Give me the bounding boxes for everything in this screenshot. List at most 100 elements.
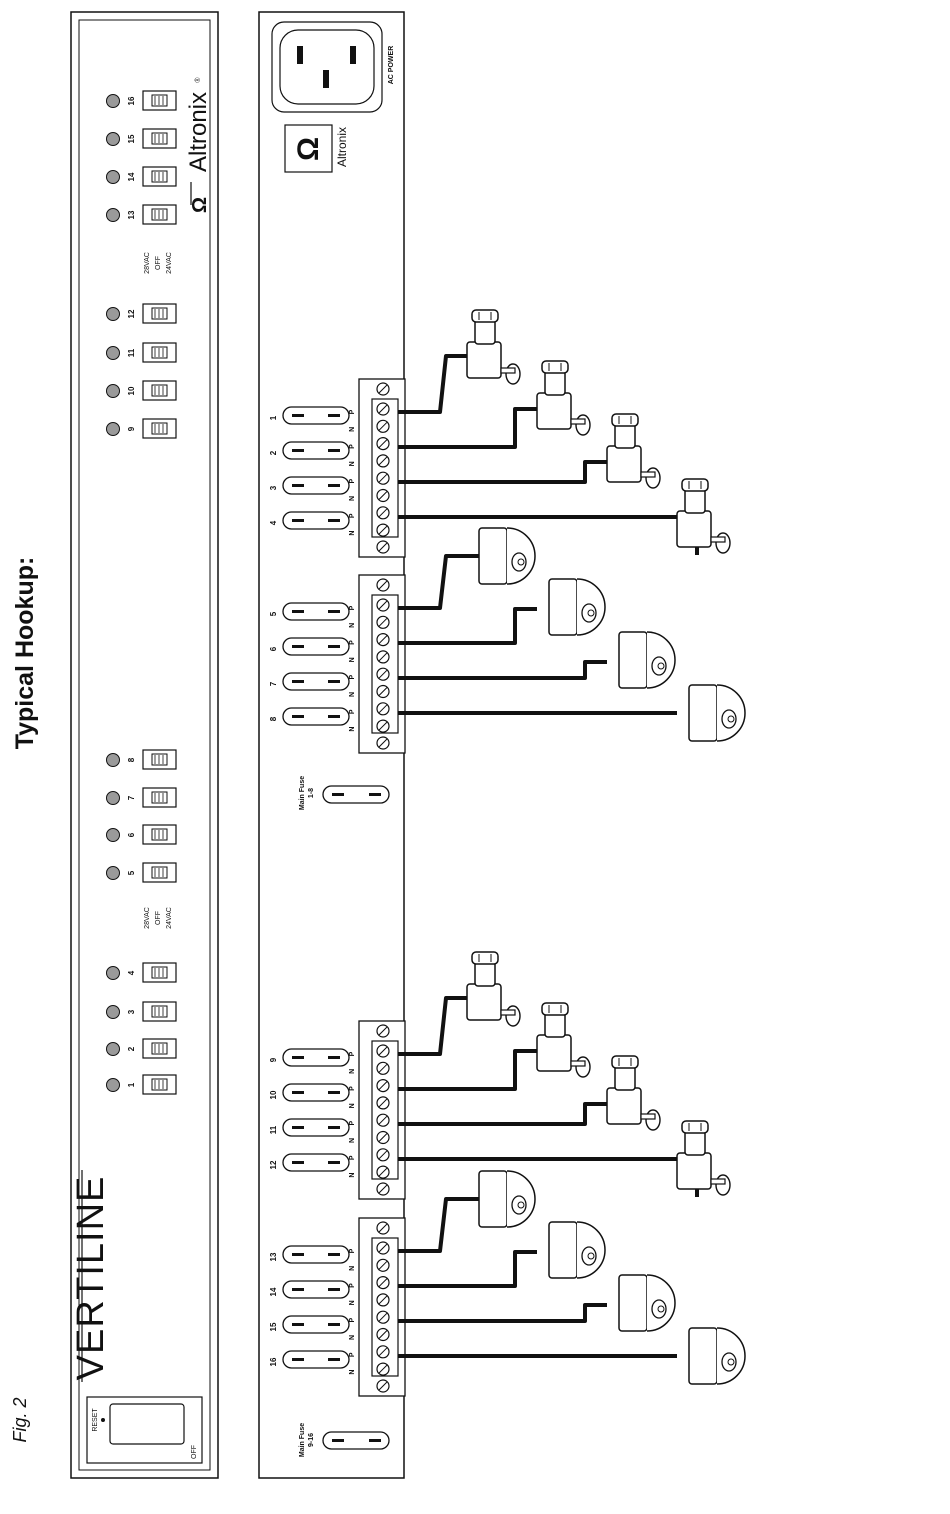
dome-camera-15 (398, 1275, 675, 1331)
front-channel-13: 13 (107, 205, 177, 224)
channel-fuse-13: 13 (269, 1246, 349, 1263)
channel-switch-15[interactable] (143, 129, 176, 148)
channel-switch-14[interactable] (143, 167, 176, 186)
front-channel-16: 16 (107, 91, 177, 110)
channel-switch-6[interactable] (143, 825, 176, 844)
channel-number-4: 4 (127, 970, 136, 975)
voltage-labels-1-8: 28VAC OFF 24VAC (144, 907, 173, 929)
terminal-letter: P (349, 409, 356, 414)
channel-switch-11[interactable] (143, 343, 176, 362)
channel-led-6 (107, 829, 120, 842)
channel-led-10 (107, 385, 120, 398)
channel-switch-13[interactable] (143, 205, 176, 224)
front-channel-1: 1 (107, 1075, 177, 1094)
channel-led-15 (107, 133, 120, 146)
channel-switch-1[interactable] (143, 1075, 176, 1094)
channel-led-9 (107, 423, 120, 436)
svg-text:24VAC: 24VAC (166, 252, 173, 274)
terminal-letter: P (349, 1155, 356, 1160)
terminal-letter: P (349, 675, 356, 680)
channel-led-5 (107, 867, 120, 880)
rear-panel: AC POWER Ω Altronix Main Fuse 1-8 Main F… (259, 12, 405, 1478)
vertiline-logo: VERTILINE (70, 1176, 112, 1381)
terminal-letter: P (349, 1248, 356, 1253)
ac-power-inlet (272, 22, 382, 112)
channel-number-10: 10 (127, 386, 136, 395)
channel-switch-8[interactable] (143, 750, 176, 769)
channel-fuse-14: 14 (269, 1281, 349, 1298)
svg-text:Main Fuse: Main Fuse (299, 1423, 306, 1457)
channel-led-7 (107, 792, 120, 805)
channel-led-16 (107, 95, 120, 108)
channel-led-11 (107, 347, 120, 360)
svg-text:Ω: Ω (189, 197, 211, 213)
channel-switch-12[interactable] (143, 304, 176, 323)
terminal-letter: N (349, 1069, 356, 1074)
channel-fuse-7: 7 (269, 673, 349, 690)
terminal-letter: P (349, 1352, 356, 1357)
channel-switch-10[interactable] (143, 381, 176, 400)
channel-fuse-11: 11 (269, 1119, 349, 1136)
terminal-letter: N (349, 1103, 356, 1108)
altronix-front-icon: Ω (189, 182, 211, 213)
channel-switch-2[interactable] (143, 1039, 176, 1058)
fuse-number-6: 6 (269, 646, 278, 651)
box-camera-3 (398, 414, 660, 488)
front-channel-9: 9 (107, 419, 177, 438)
svg-text:28VAC: 28VAC (144, 252, 151, 274)
terminal-letter: P (349, 444, 356, 449)
camera-wiring (398, 310, 745, 1384)
channel-number-2: 2 (127, 1046, 136, 1051)
channel-number-12: 12 (127, 309, 136, 318)
fuse-number-3: 3 (269, 485, 278, 490)
svg-text:Ω: Ω (292, 137, 325, 161)
svg-text:1-8: 1-8 (308, 788, 315, 798)
channel-switch-16[interactable] (143, 91, 176, 110)
channel-number-14: 14 (127, 172, 136, 181)
channel-switch-9[interactable] (143, 419, 176, 438)
channel-number-3: 3 (127, 1009, 136, 1014)
terminal-letter: N (349, 461, 356, 466)
main-fuse-1-8: Main Fuse 1-8 (299, 776, 389, 810)
front-channel-6: 6 (107, 825, 177, 844)
channel-led-8 (107, 754, 120, 767)
terminal-letter: N (349, 1300, 356, 1305)
front-channel-14: 14 (107, 167, 177, 186)
channel-fuse-2: 2 (269, 442, 349, 459)
channel-fuse-10: 10 (269, 1084, 349, 1101)
terminal-letter: P (349, 640, 356, 645)
svg-text:9-16: 9-16 (308, 1433, 315, 1447)
channel-switch-4[interactable] (143, 963, 176, 982)
channel-switch-7[interactable] (143, 788, 176, 807)
terminal-letter: N (349, 496, 356, 501)
terminal-letter: P (349, 709, 356, 714)
box-camera-11 (398, 1056, 660, 1130)
svg-text:24VAC: 24VAC (166, 907, 173, 929)
channel-led-4 (107, 967, 120, 980)
terminal-letter: N (349, 531, 356, 536)
channel-number-8: 8 (127, 757, 136, 762)
dome-camera-13 (398, 1171, 535, 1251)
channel-fuse-15: 15 (269, 1316, 349, 1333)
box-camera-1 (398, 310, 520, 412)
terminal-letter: P (349, 605, 356, 610)
channel-fuse-9: 9 (269, 1049, 349, 1066)
fuse-number-15: 15 (269, 1322, 278, 1331)
fuse-number-8: 8 (269, 716, 278, 721)
terminal-letter: P (349, 479, 356, 484)
channel-switch-3[interactable] (143, 1002, 176, 1021)
channel-led-12 (107, 308, 120, 321)
fuse-number-1: 1 (269, 415, 278, 420)
channel-switch-5[interactable] (143, 863, 176, 882)
dome-camera-5 (398, 528, 535, 608)
box-camera-4 (398, 479, 730, 555)
front-channel-12: 12 (107, 304, 177, 323)
terminal-letter: N (349, 1266, 356, 1271)
terminal-letter: N (349, 727, 356, 732)
altronix-rear-label: Altronix (335, 127, 349, 167)
terminal-letter: N (349, 1370, 356, 1375)
channel-number-9: 9 (127, 426, 136, 431)
altronix-front-logo: Altronix (185, 92, 212, 172)
